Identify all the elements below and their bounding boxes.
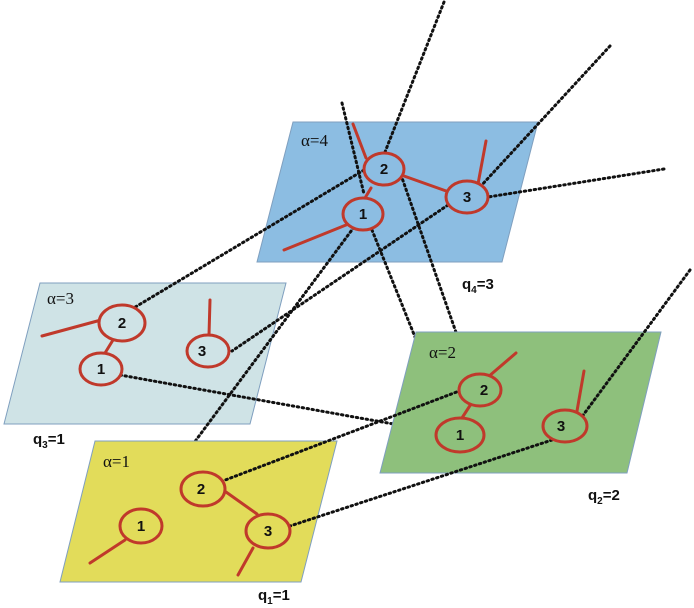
node-a3-1-label: 1 [97,361,105,378]
alpha1-label: α=1 [103,452,130,471]
plane-alpha3 [3,282,287,425]
q3-label: q3=1 [33,431,65,451]
link-a4n2-up [383,0,446,154]
link-a4n3-right [486,167,666,199]
node-a1-2-label: 2 [197,481,205,498]
node-a3-3 [185,333,231,369]
node-a4-1-label: 1 [359,206,367,223]
node-a2-1-label: 1 [456,427,464,444]
node-a1-1 [118,507,164,545]
alpha2-label: α=2 [429,343,456,362]
node-a4-2-label: 2 [380,161,388,178]
q2-label: q2=2 [588,487,620,507]
link-a4n3-a3n3 [230,203,450,353]
node-a3-2 [97,303,147,343]
link-a2n2-a1n2 [218,383,477,484]
node-a2-2 [457,372,503,408]
plane-alpha4 [256,121,539,263]
node-a1-2 [179,470,227,508]
link-a4n2-a3n2 [130,168,366,311]
q4-label: q4=3 [462,276,494,296]
plane-alpha1 [59,440,338,583]
node-a3-3-label: 3 [198,343,206,360]
node-a4-2 [362,151,406,187]
node-a3-2-label: 2 [118,315,126,332]
link-a3n1-a2n1 [118,373,440,434]
q1-label: q1=1 [258,587,290,607]
tree-alpha1: 2 1 3 [88,470,292,577]
upper-dotted-links [130,0,692,528]
node-a2-2-label: 2 [480,382,488,399]
alpha4-label: α=4 [301,131,328,150]
tree-alpha4: 2 1 3 [282,122,490,252]
node-a2-1 [434,416,486,454]
node-a4-3-label: 3 [463,189,471,206]
link-a2n3-up [579,268,692,420]
tree-alpha2: 2 1 3 [434,351,589,454]
plane-alpha2 [379,331,662,474]
alpha3-label: α=3 [47,289,74,308]
link-a2n3-a1n3 [288,438,554,528]
node-a1-3 [244,512,292,550]
node-a2-3-label: 3 [557,418,565,435]
node-a3-1 [78,351,124,387]
link-a4n1-up [340,101,366,196]
node-a1-1-label: 1 [137,518,145,535]
node-a2-3 [541,408,589,444]
link-a4n3-up-right [478,44,612,189]
tree-alpha3: 2 1 3 [40,298,231,387]
node-a4-3 [444,179,490,215]
node-a1-3-label: 3 [264,523,272,540]
node-a4-1 [341,196,385,232]
